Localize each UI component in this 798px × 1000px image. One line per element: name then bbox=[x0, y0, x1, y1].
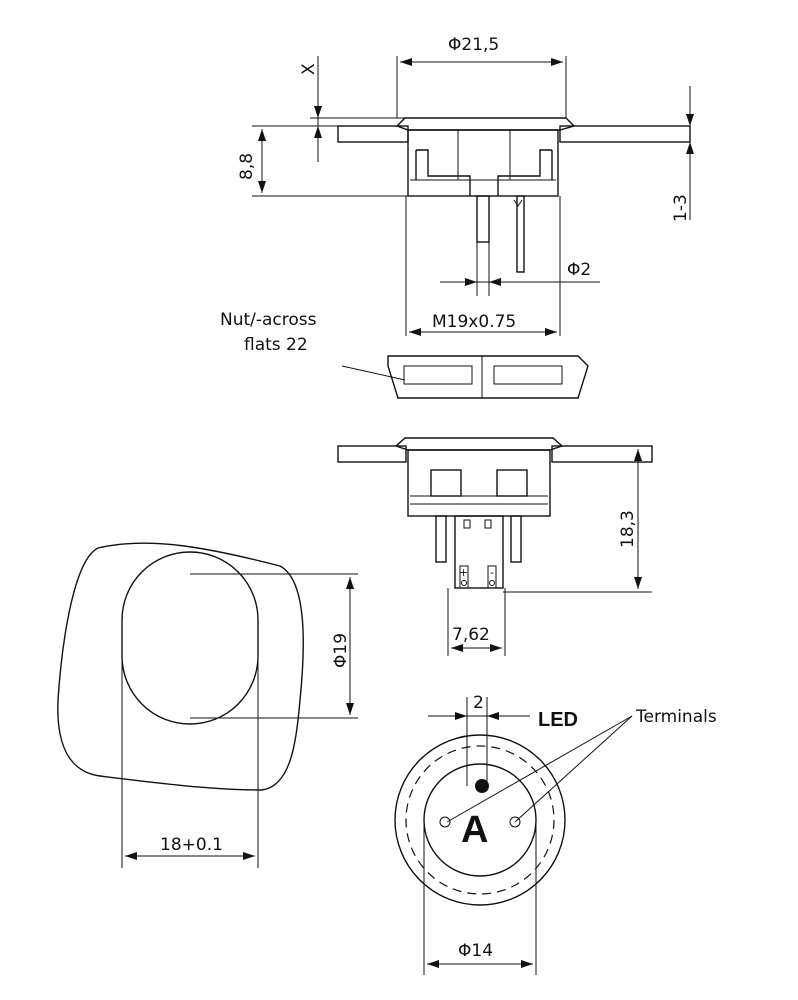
dim-panel-offset: X bbox=[299, 63, 319, 75]
nut-label-line2: flats 22 bbox=[244, 335, 308, 355]
dim-total-height: 18,3 bbox=[618, 510, 638, 548]
clip-right bbox=[497, 149, 552, 196]
terminals-label: Terminals bbox=[635, 707, 717, 727]
nut-body bbox=[387, 355, 589, 399]
led-dot bbox=[475, 779, 489, 793]
terminal-block bbox=[454, 515, 504, 589]
panel-left bbox=[337, 125, 409, 143]
dim-led-offset: 2 bbox=[473, 693, 484, 713]
panel-left-2 bbox=[337, 445, 407, 463]
dim-terminal-diameter: Φ2 bbox=[567, 260, 591, 280]
dim-outer-diameter: Φ21,5 bbox=[448, 35, 499, 55]
cutout-shape bbox=[121, 551, 259, 725]
plus-mark: + bbox=[459, 566, 468, 579]
dim-panel-thickness: 1-3 bbox=[671, 194, 691, 222]
nut-view: Nut/-across flats 22 bbox=[220, 310, 589, 399]
nut-label-line1: Nut/-across bbox=[220, 310, 317, 330]
panel-right bbox=[559, 125, 691, 143]
anode-label: A bbox=[461, 809, 488, 851]
dim-body-height: 8,8 bbox=[237, 153, 257, 180]
bezel-outer bbox=[394, 734, 566, 906]
switch-body bbox=[407, 129, 559, 197]
side-view: + - 18,3 7,62 bbox=[337, 437, 653, 656]
panel-outline bbox=[57, 542, 304, 791]
minus-mark: - bbox=[490, 566, 494, 579]
panel-cutout-view: Φ19 18+0.1 bbox=[57, 542, 358, 868]
front-view: A 2 LED Terminals Φ14 bbox=[394, 693, 717, 975]
terminal-right bbox=[516, 195, 525, 273]
terminal-left bbox=[476, 195, 490, 243]
dim-pin-spacing: 7,62 bbox=[452, 625, 490, 645]
dim-thread: M19x0.75 bbox=[432, 312, 516, 332]
dim-cutout-width: 18+0.1 bbox=[160, 835, 223, 855]
switch-body-2 bbox=[407, 449, 551, 517]
clip-left bbox=[416, 149, 471, 196]
top-section-view: Φ21,5 X 8,8 1-3 Φ2 M19x0.75 bbox=[237, 35, 694, 336]
bezel bbox=[395, 117, 576, 131]
dim-front-diameter: Φ14 bbox=[458, 941, 493, 961]
bezel-dashed bbox=[405, 745, 555, 895]
led-label: LED bbox=[538, 709, 578, 731]
dim-cutout-diameter: Φ19 bbox=[331, 633, 351, 668]
